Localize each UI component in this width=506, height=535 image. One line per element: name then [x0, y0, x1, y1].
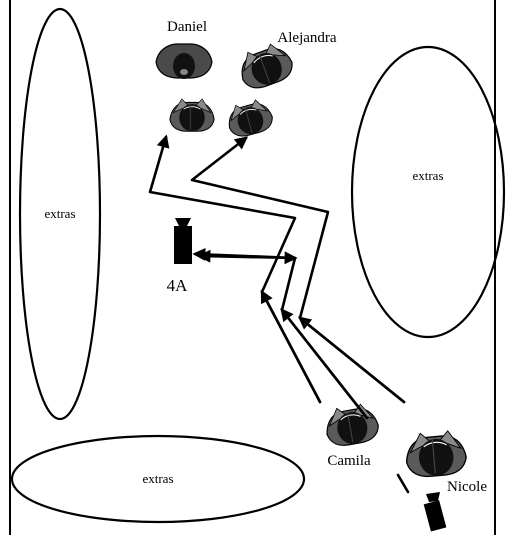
daniel-figure [155, 43, 213, 79]
camera-direction-arrow [192, 247, 369, 420]
camila-label: Camila [327, 453, 371, 469]
right-extras-ellipse [350, 45, 506, 339]
right-extras-label: extras [412, 168, 443, 183]
nicole-figure [403, 428, 469, 479]
camila-person: Camila [322, 401, 382, 469]
nicole-label: Nicole [447, 479, 487, 495]
bottom-extras-label: extras [142, 471, 173, 486]
alejandra-second-position-figure [223, 96, 276, 141]
camera-double-arrow [197, 249, 298, 265]
camera-icon [174, 218, 192, 264]
daniel-person: Daniel [155, 19, 213, 79]
camera-4a: 4A [167, 218, 192, 295]
alejandra-person: Alejandra [234, 30, 337, 94]
left-extras-region: extras [18, 7, 102, 421]
center-first-leg-arrow [280, 307, 369, 420]
camila-path-arrow [148, 134, 322, 404]
camera-label: 4A [167, 276, 189, 295]
daniel-label: Daniel [167, 19, 207, 35]
nicole-first-leg-arrow [297, 316, 406, 404]
nicole-stem [396, 473, 410, 494]
camila-figure [322, 401, 382, 449]
bottom-extras-ellipse [10, 434, 306, 524]
left-extras-label: extras [44, 206, 75, 221]
daniel-second-position-figure [169, 98, 215, 132]
movement-arrows [148, 134, 410, 494]
bottom-extras-region: extras [10, 434, 306, 524]
camila-first-leg-arrow [260, 289, 322, 404]
nicole-person: Nicole [403, 428, 487, 495]
alejandra-label: Alejandra [277, 30, 336, 46]
right-extras-region: extras [350, 45, 506, 339]
left-extras-ellipse [18, 7, 102, 421]
bottom-camera-icon [423, 492, 447, 532]
alejandra-figure [234, 38, 298, 94]
